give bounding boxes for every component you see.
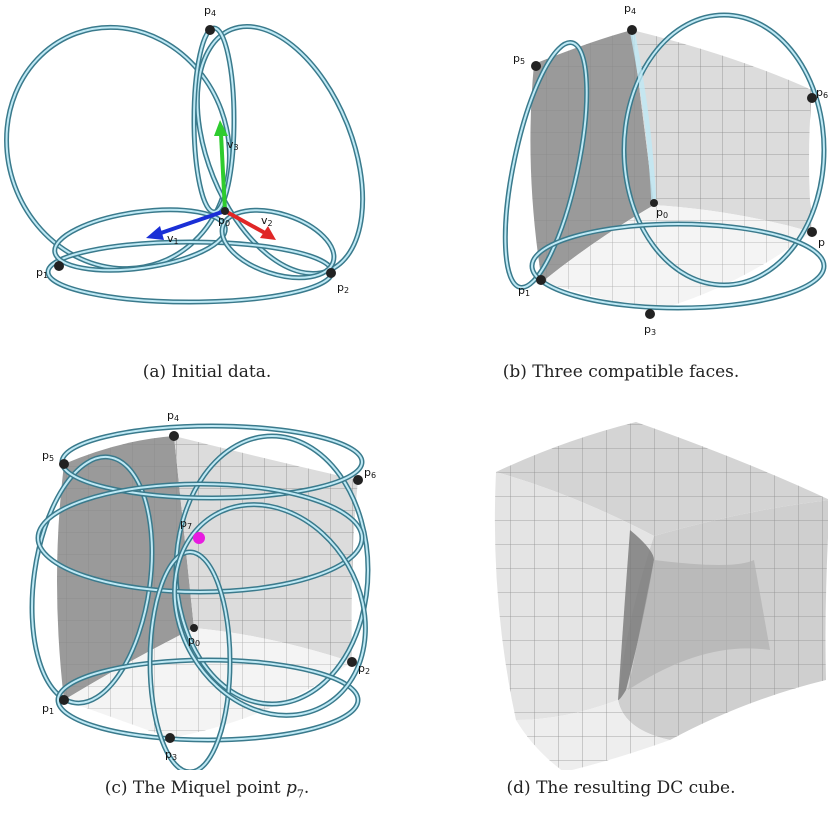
label-b-p4: p4 bbox=[624, 2, 636, 16]
vertex-c-p3 bbox=[165, 733, 175, 743]
label-v1: v1 bbox=[167, 232, 179, 246]
label-c-p0: p0 bbox=[188, 634, 200, 648]
label-v2: v2 bbox=[261, 214, 273, 228]
caption-b: (b) Three compatible faces. bbox=[502, 362, 740, 382]
vertex-b-p4 bbox=[627, 25, 637, 35]
vector-v3 bbox=[214, 120, 228, 212]
vertex-c-p6 bbox=[353, 475, 363, 485]
label-p0: p0 bbox=[218, 214, 230, 228]
label-c-p6: p6 bbox=[364, 466, 376, 480]
caption-a: (a) Initial data. bbox=[142, 362, 272, 382]
vertex-c-p1 bbox=[59, 695, 69, 705]
vertex-c-p4 bbox=[169, 431, 179, 441]
vertex-b-p0 bbox=[650, 199, 658, 207]
vector-v2 bbox=[224, 209, 276, 240]
label-c-p1: p1 bbox=[42, 702, 54, 716]
vertex-c-p0 bbox=[190, 624, 198, 632]
caption-d: (d) The resulting DC cube. bbox=[506, 778, 736, 798]
label-v3: v3 bbox=[227, 138, 239, 152]
edge-p4-p0 bbox=[629, 29, 657, 206]
label-c-p7: p7 bbox=[180, 517, 192, 531]
vertex-b-p3 bbox=[645, 309, 655, 319]
label-b-p1: p1 bbox=[518, 284, 530, 298]
vertex-c-p2 bbox=[347, 657, 357, 667]
initial-data-figure: p4 p1 p2 p0 v1 v2 v3 bbox=[4, 4, 366, 305]
label-c-p3: p3 bbox=[165, 748, 177, 762]
cube-inner-shadow bbox=[618, 530, 654, 700]
label-c-p5: p5 bbox=[42, 449, 54, 463]
label-b-p5: p5 bbox=[513, 52, 525, 66]
dc-cube-figure bbox=[494, 422, 828, 770]
vertex-c-p7 bbox=[193, 532, 205, 544]
vertex-b-p5 bbox=[531, 61, 541, 71]
panel-initial-data: p4 p1 p2 p0 v1 v2 v3 (a) Initial data. bbox=[0, 0, 414, 400]
panel-miquel-point: p4 p5 p6 p7 p0 p2 p1 p3 (c) The Miquel p… bbox=[0, 400, 414, 819]
vertex-b-p6 bbox=[807, 93, 817, 103]
label-c-p4: p4 bbox=[167, 409, 179, 423]
label-b-p3: p3 bbox=[644, 323, 656, 337]
vertex-p4 bbox=[205, 25, 215, 35]
label-b-p6: p6 bbox=[816, 86, 828, 100]
vertex-b-p1 bbox=[536, 275, 546, 285]
panel-dc-cube: (d) The resulting DC cube. bbox=[414, 400, 828, 819]
panel-three-compatible-faces: p4 p5 p6 p0 p p1 p3 (b) Three compatible… bbox=[414, 0, 828, 400]
vertex-p0 bbox=[221, 207, 229, 215]
label-p2: p2 bbox=[337, 281, 349, 295]
vertex-c-p5 bbox=[59, 459, 69, 469]
vertex-b-p2 bbox=[807, 227, 817, 237]
label-b-p0: p0 bbox=[656, 206, 668, 220]
label-p4: p4 bbox=[204, 4, 216, 18]
caption-c: (c) The Miquel point p7. bbox=[104, 778, 310, 801]
label-b-p2: p bbox=[818, 236, 825, 249]
label-p1: p1 bbox=[36, 266, 48, 280]
vertex-p1 bbox=[54, 261, 64, 271]
miquel-point-figure: p4 p5 p6 p7 p0 p2 p1 p3 bbox=[29, 409, 376, 770]
label-c-p2: p2 bbox=[358, 662, 370, 676]
vertex-p2 bbox=[326, 268, 336, 278]
vector-v1 bbox=[146, 209, 226, 240]
compatible-faces-figure: p4 p5 p6 p0 p p1 p3 bbox=[502, 2, 828, 337]
